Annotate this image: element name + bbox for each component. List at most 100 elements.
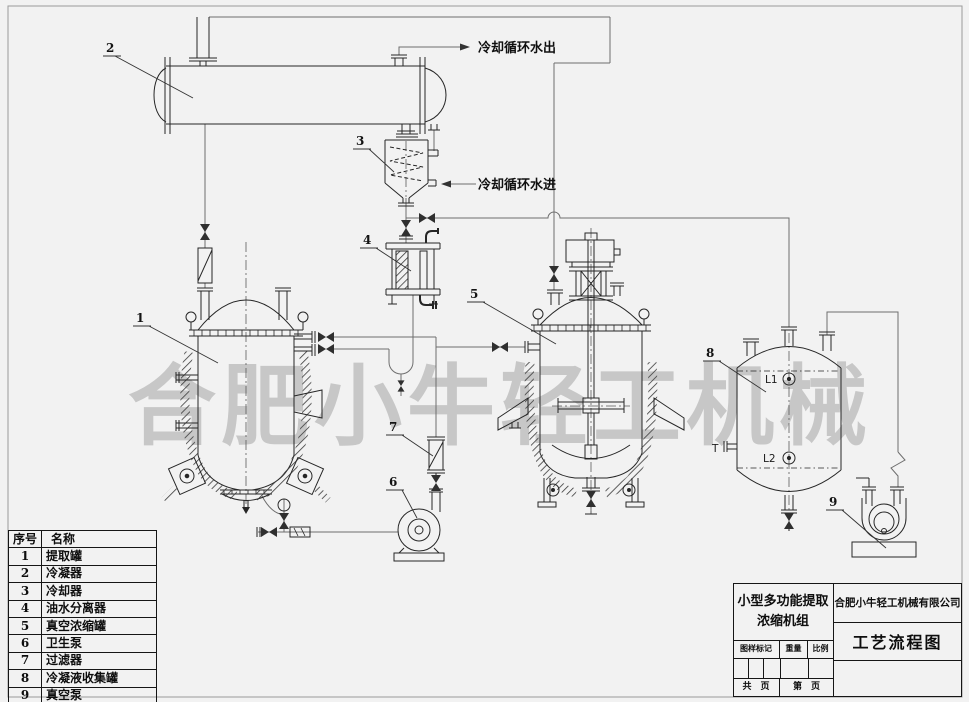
- sight-glass-inline: [289, 526, 311, 538]
- watermark-text: 合肥小牛轻工机械: [128, 355, 873, 458]
- product-name-line1: 小型多功能提取: [737, 593, 829, 609]
- legend-name: 冷却器: [41, 582, 157, 601]
- tag-7: 7: [389, 420, 397, 434]
- labels: 冷却循环水出 冷却循环水进 1 2 3 4 5 6 7 8 9 L1 L2 T: [106, 40, 837, 509]
- cooler-coil: [389, 146, 424, 182]
- sanitary-pump: [256, 488, 445, 562]
- legend-name: 卫生泵: [41, 634, 157, 653]
- sight-glass: [277, 498, 291, 512]
- pages-total-cell: 共 页: [733, 678, 780, 697]
- legend-name: 提取罐: [41, 547, 157, 566]
- piping: [204, 16, 906, 533]
- valve: [586, 491, 596, 507]
- company-name-cell: 合肥小牛轻工机械有限公司: [834, 597, 961, 609]
- flange-clamp: [638, 308, 650, 320]
- condenser-inlet-riser: [189, 17, 217, 66]
- valve: [431, 475, 441, 491]
- agitator-paddle: [557, 398, 625, 413]
- condenser-nozzles: [391, 54, 440, 135]
- legend-name: 冷凝液收集罐: [41, 669, 157, 688]
- flange-clamp: [297, 311, 309, 323]
- tag-3: 3: [356, 134, 364, 148]
- leader-lines: [103, 55, 887, 549]
- level-sensor-l2: [782, 451, 796, 465]
- jacket: [524, 361, 578, 498]
- legend-name: 油水分离器: [41, 599, 157, 618]
- sensor-l2-label: L2: [763, 453, 776, 465]
- scale-label-cell: 比例: [812, 644, 829, 653]
- tag-6: 6: [389, 475, 397, 489]
- legend-no: 2: [8, 564, 42, 584]
- jacket: [604, 361, 658, 498]
- flange-clamp: [185, 311, 197, 323]
- centerlines: [245, 141, 790, 528]
- legend-no: 4: [8, 599, 42, 618]
- vacuum-pump: [851, 477, 917, 558]
- valve: [401, 220, 411, 236]
- valves: [200, 43, 794, 537]
- cooling-water-out-label: 冷却循环水出: [478, 40, 556, 56]
- cooling-water-in-label: 冷却循环水进: [478, 177, 556, 193]
- legend-name: 冷凝器: [41, 564, 157, 584]
- concentration-tank: [497, 232, 685, 515]
- tag-8: 8: [706, 346, 714, 360]
- title-block: 小型多功能提取 浓缩机组 图样标记 重量 比例 共 页 第 页 合肥小牛轻工机械…: [733, 583, 962, 697]
- filter: [427, 436, 445, 477]
- tag-1: 1: [136, 311, 144, 325]
- cooler: [384, 131, 439, 240]
- valve: [784, 513, 794, 529]
- drawing-frame: [7, 5, 963, 698]
- valve: [318, 332, 334, 342]
- valve: [279, 513, 289, 529]
- valve: [492, 342, 508, 352]
- extraction-tank: [161, 287, 331, 514]
- legend-no: 1: [8, 547, 42, 566]
- legend-col-no: 序号: [8, 529, 42, 549]
- legend-no: 9: [8, 686, 42, 702]
- legend-no: 3: [8, 582, 42, 601]
- sensor-t-label: T: [711, 443, 719, 455]
- weight-label-cell: 重量: [780, 640, 808, 658]
- jacket-coil: [254, 351, 312, 501]
- vapor-line-filter: [197, 247, 213, 284]
- support-lug: [497, 397, 529, 431]
- flange-clamp: [532, 308, 544, 320]
- legend-name: 真空泵: [41, 686, 157, 702]
- valve: [200, 224, 210, 240]
- valve: [318, 344, 334, 354]
- mark-label-cell: 图样标记: [733, 640, 780, 658]
- drain-valve: [397, 380, 405, 392]
- jacket-coil: [180, 351, 238, 501]
- flow-arrow-in: [441, 180, 451, 188]
- legend-no: 5: [8, 616, 42, 636]
- agitator-motor: [565, 239, 615, 263]
- condenser: [153, 17, 447, 135]
- legend-col-name: 名称: [41, 529, 157, 549]
- tag-4: 4: [363, 233, 371, 247]
- support-lug: [653, 397, 685, 431]
- valve: [261, 527, 277, 537]
- tag-9: 9: [829, 495, 837, 509]
- product-name-line2: 浓缩机组: [756, 613, 809, 629]
- legend-header-row: 序号 名称: [8, 529, 157, 549]
- valve: [419, 213, 435, 223]
- oil-water-separator: [385, 228, 441, 309]
- sensor-l1-label: L1: [765, 374, 778, 386]
- page-number-cell: 第 页: [792, 682, 820, 692]
- collection-tank: [723, 326, 842, 531]
- legend-no: 7: [8, 651, 42, 671]
- drawing-title-cell: 工艺流程图: [852, 633, 943, 652]
- valve: [549, 266, 559, 282]
- legend-no: 6: [8, 634, 42, 653]
